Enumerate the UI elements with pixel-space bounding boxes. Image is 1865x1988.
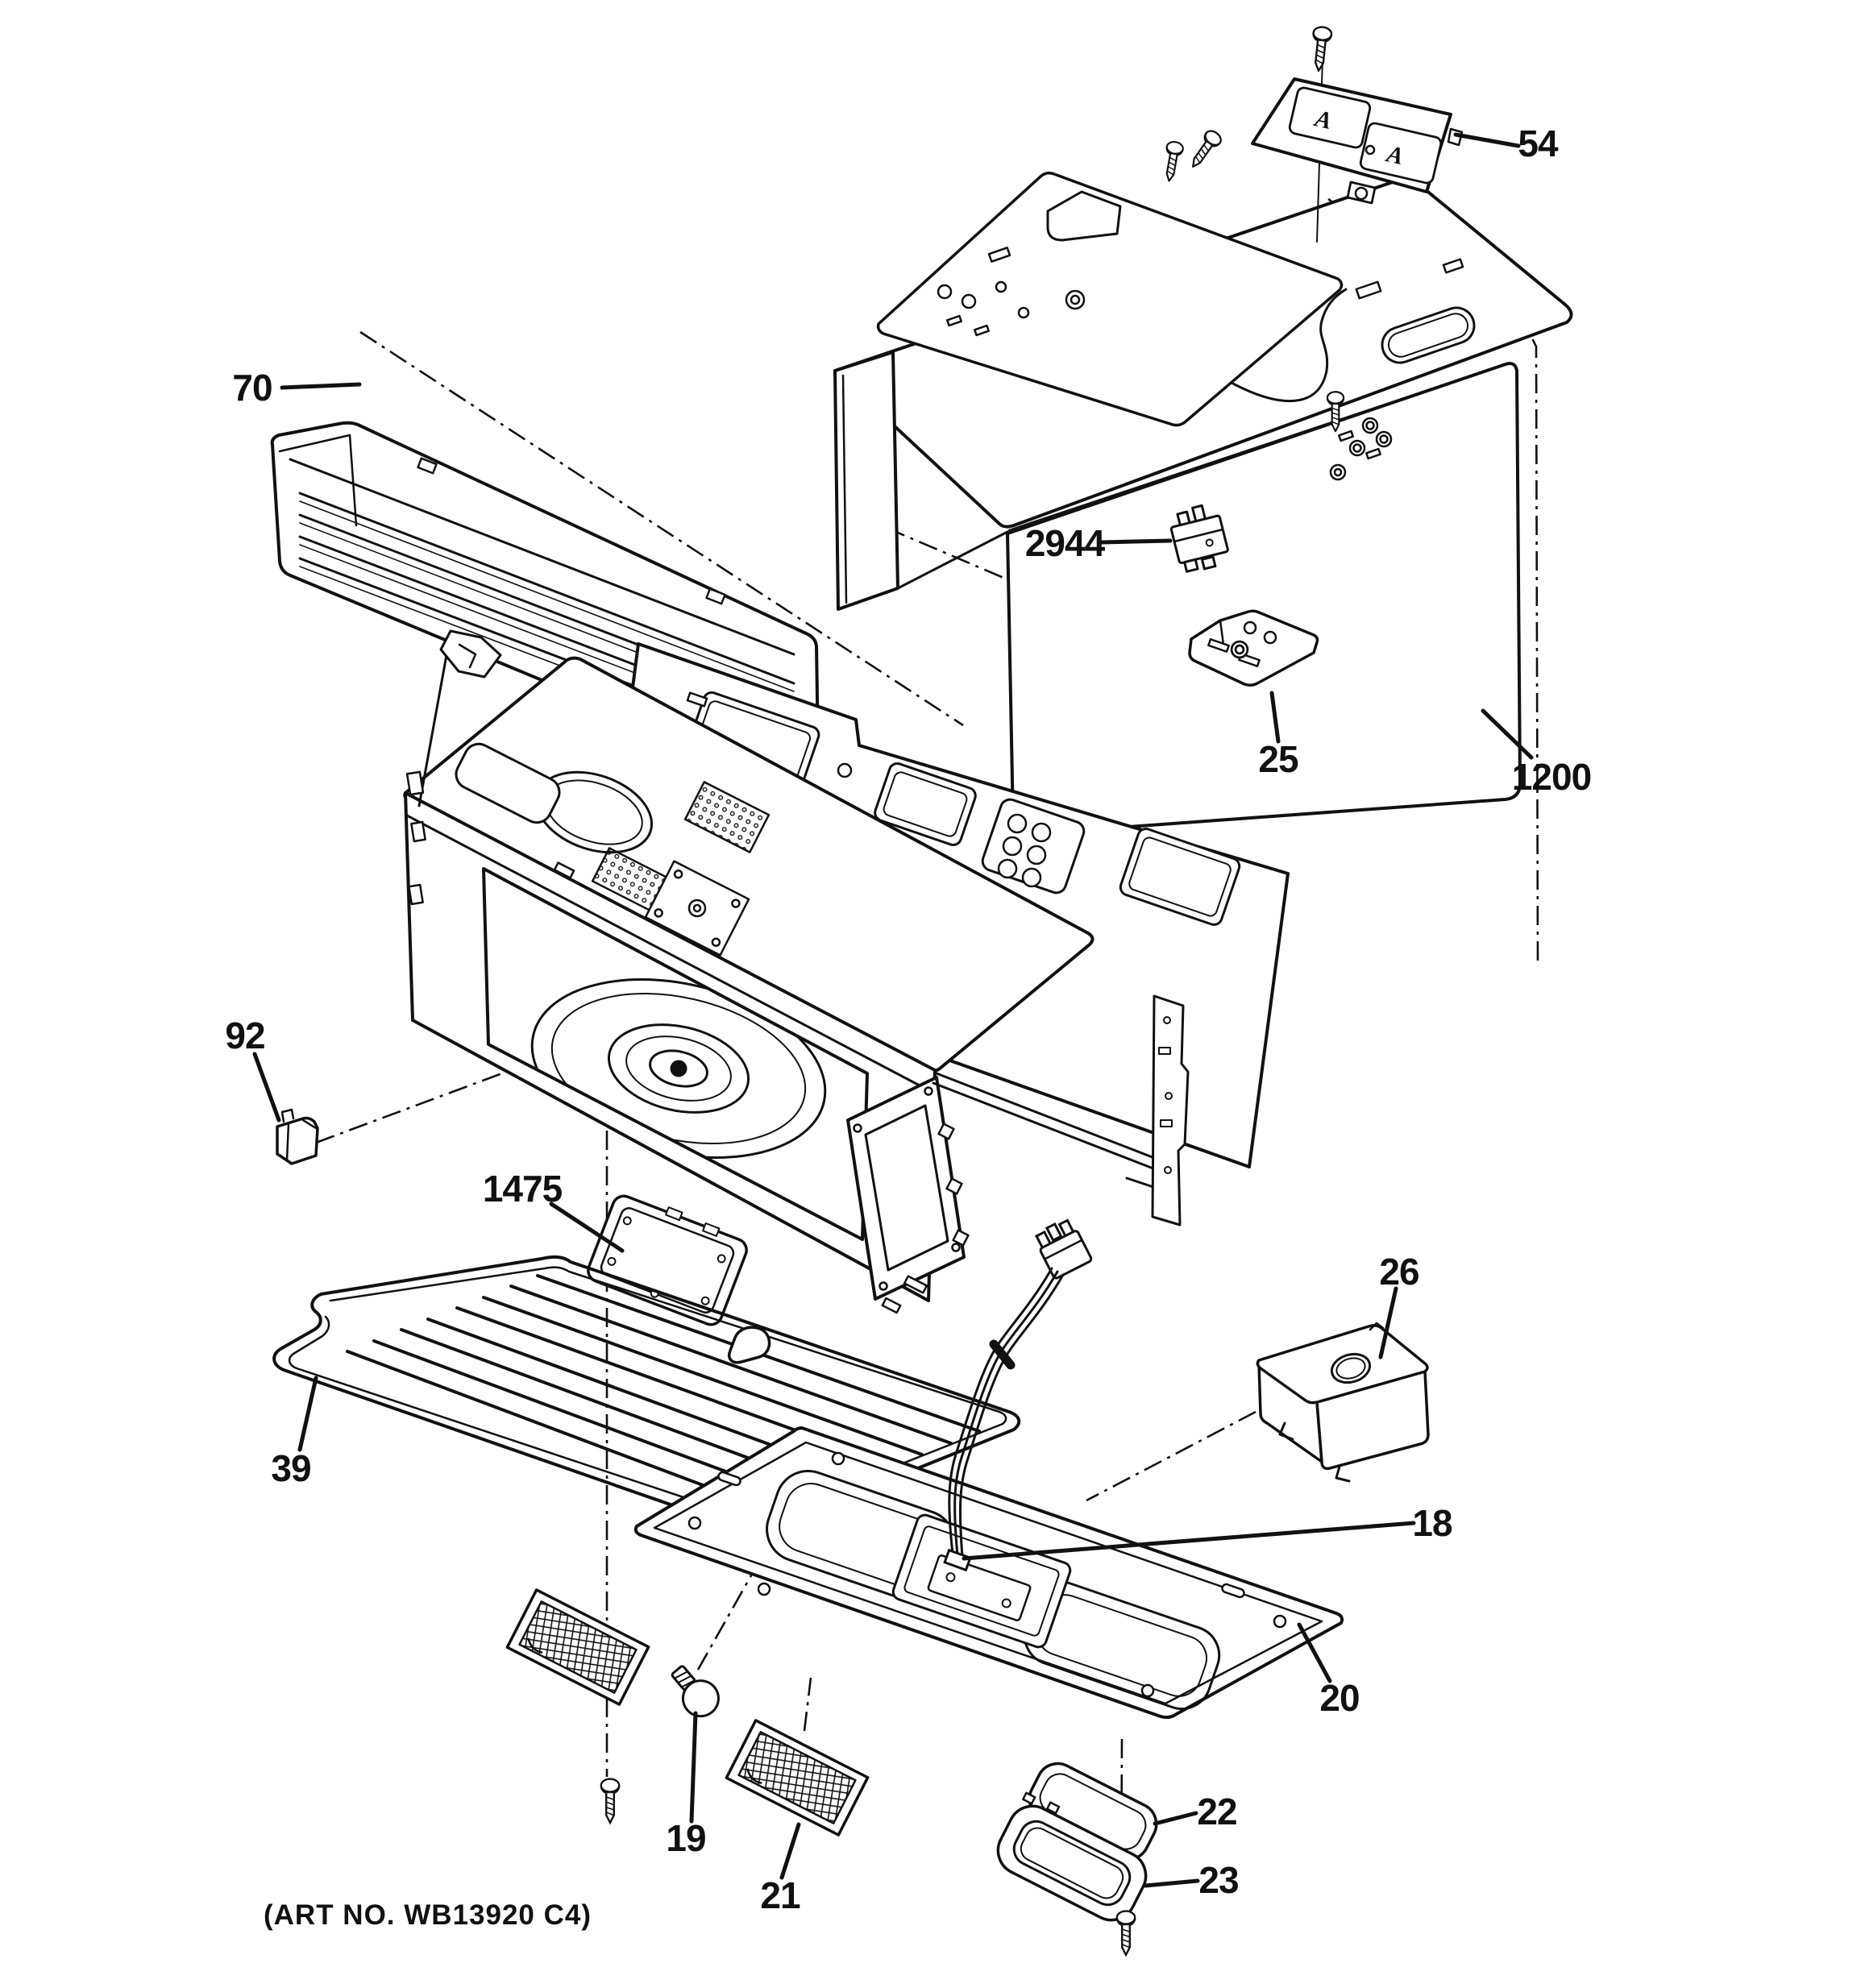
part-label-54: 54 [1518, 122, 1559, 164]
waveguide-cover [587, 1194, 748, 1326]
part-label-26: 26 [1379, 1251, 1418, 1293]
part-label-19: 19 [666, 1817, 705, 1859]
lens-cover [996, 1791, 1148, 1922]
interlock-switch [1169, 504, 1229, 573]
art-number-text: (ART NO. WB13920 C4) [264, 1899, 592, 1931]
part-label-25: 25 [1258, 738, 1298, 780]
leader-lines [252, 132, 1534, 1888]
wire-rack [272, 1255, 1021, 1534]
part-label-18: 18 [1412, 1502, 1452, 1544]
screw-right [1115, 1910, 1136, 1957]
part-label-1475: 1475 [483, 1168, 563, 1210]
part-label-92: 92 [225, 1015, 264, 1056]
screw-left [600, 1778, 621, 1824]
light-bulb [671, 1665, 720, 1718]
part-label-21: 21 [760, 1874, 800, 1916]
bottom-plate [633, 1426, 1344, 1720]
part-label-23: 23 [1198, 1859, 1238, 1901]
inner-top-panel [876, 139, 1344, 427]
grease-filter-left [505, 1588, 650, 1706]
outlet-cover [1256, 1322, 1430, 1483]
part-label-39: 39 [271, 1447, 310, 1489]
part-label-2944: 2944 [1025, 522, 1106, 564]
part-label-20: 20 [1319, 1677, 1359, 1719]
part-label-22: 22 [1197, 1791, 1236, 1832]
grease-filter-right [725, 1719, 870, 1837]
door-latch [276, 1108, 319, 1165]
part-label-1200: 1200 [1512, 756, 1591, 798]
oven-cavity [403, 629, 1290, 1314]
thermostat-harness [943, 1218, 1093, 1572]
top-access-plate: A A [1185, 24, 1464, 243]
mounting-bracket [1188, 609, 1319, 687]
part-label-70: 70 [232, 367, 272, 409]
